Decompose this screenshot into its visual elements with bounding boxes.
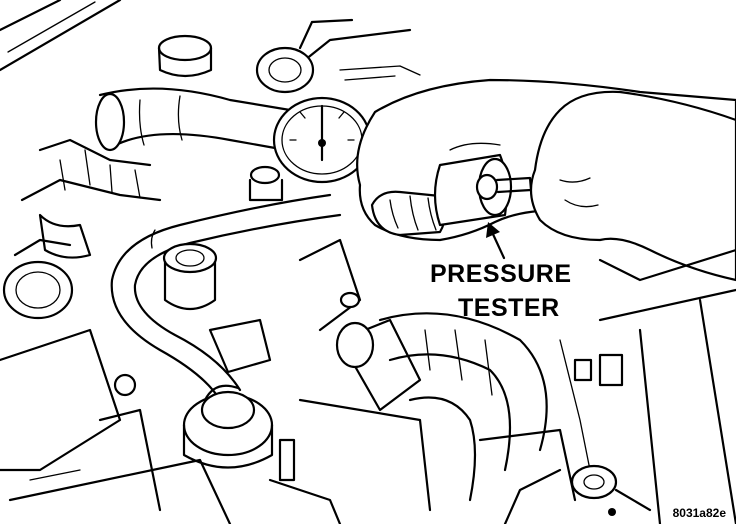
tester-body	[433, 153, 533, 227]
tester-label: TESTER	[458, 294, 560, 322]
intake-manifold	[298, 312, 548, 512]
engine-block	[162, 165, 422, 412]
right-hand	[529, 90, 736, 282]
lower-hardware	[268, 428, 577, 524]
fender-support	[559, 248, 736, 524]
distributor	[13, 138, 162, 259]
lower-block	[0, 328, 232, 524]
coolant-hose	[110, 193, 342, 402]
battery-terminal	[503, 464, 652, 524]
hood-edge	[0, 0, 122, 72]
pressure-label: PRESSURE	[430, 260, 572, 288]
oil-cap	[2, 260, 74, 320]
pressure-gauge	[272, 96, 372, 184]
intake-hose	[94, 87, 292, 152]
hose-fitting	[182, 384, 274, 469]
radiator-cap	[157, 34, 213, 78]
label-arrow	[486, 222, 506, 260]
upper-bracket	[255, 18, 421, 94]
figure-code: 8031a82e	[672, 506, 726, 520]
